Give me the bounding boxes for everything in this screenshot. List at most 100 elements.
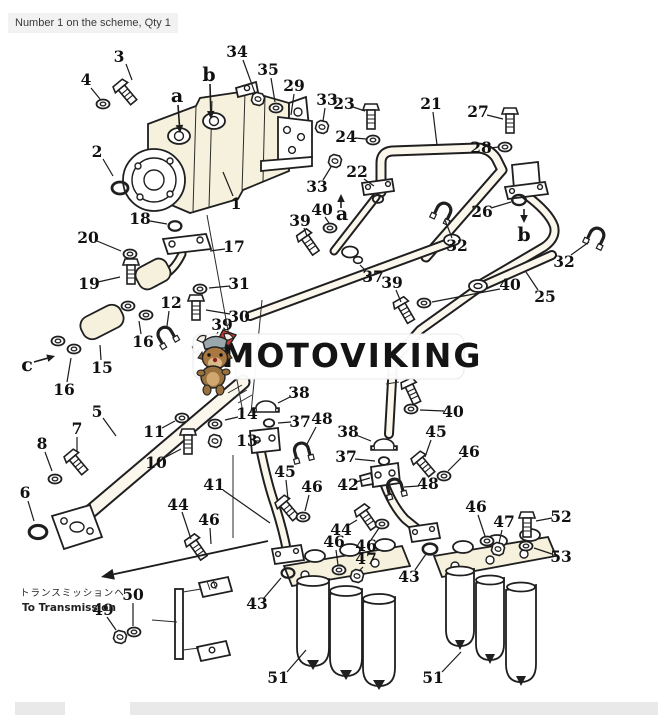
part-number-label: 37	[335, 447, 357, 466]
clamp-icon	[288, 439, 316, 466]
part-number-label: 15	[91, 358, 113, 377]
port-letter-label: c	[21, 354, 33, 376]
scheme-note: Number 1 on the scheme, Qty 1	[8, 13, 178, 33]
bolt-icon	[390, 294, 419, 327]
part-number-label: 24	[335, 127, 357, 146]
joint-flange-37	[341, 245, 359, 259]
washer-icon	[174, 412, 190, 424]
washer-icon	[192, 283, 208, 295]
part-number-label: 35	[257, 60, 279, 79]
washer-icon	[95, 98, 111, 110]
washer-icon	[207, 418, 223, 430]
part-number-label: 40	[311, 200, 333, 219]
clamp-icon	[151, 321, 182, 352]
oring-icon	[421, 542, 439, 556]
watermark-text: MOTOVIKING	[222, 336, 483, 375]
bolt-icon	[501, 107, 519, 134]
filter-can	[505, 583, 537, 683]
washer-icon	[374, 518, 390, 530]
filter-can	[445, 567, 475, 647]
part-number-label: 50	[122, 585, 144, 604]
bracket-29	[260, 115, 313, 172]
nut-icon	[489, 540, 507, 558]
part-number-label: 33	[316, 90, 338, 109]
part-number-label: 45	[274, 462, 296, 481]
part-number-label: 38	[337, 422, 359, 441]
nut-icon	[313, 118, 331, 136]
part-number-label: 45	[425, 422, 447, 441]
part-number-label: 17	[223, 237, 245, 256]
port-letter-label: b	[202, 64, 215, 86]
hose-15	[79, 303, 125, 341]
part-number-label: 31	[228, 274, 250, 293]
viking-dog-with-axe-icon	[196, 329, 238, 396]
bolt-icon	[294, 226, 324, 259]
washer-icon	[331, 564, 347, 576]
pump-assembly	[122, 80, 310, 214]
flow-arrows	[33, 83, 528, 580]
part-number-label: 22	[346, 162, 368, 181]
direction-arrow	[33, 357, 48, 363]
part-number-label: 48	[417, 474, 439, 493]
port-letter-label: b	[517, 224, 530, 246]
part-number-label: 32	[446, 236, 468, 255]
filter-can	[296, 577, 330, 667]
bolt-icon	[187, 294, 205, 321]
part-number-label: 46	[458, 442, 480, 461]
part-number-label: 42	[337, 475, 359, 494]
washer-icon	[47, 473, 63, 485]
washer-icon	[497, 141, 513, 153]
arrowhead-icon	[101, 568, 115, 580]
part-number-label: 48	[311, 409, 333, 428]
arrowhead-icon	[337, 194, 345, 202]
part-number-label: 40	[499, 275, 521, 294]
washer-icon	[403, 403, 419, 415]
part-number-label: 43	[398, 567, 420, 586]
port-letter-label: a	[171, 85, 183, 107]
part-number-label: 3	[114, 47, 125, 66]
part-number-label: 47	[355, 549, 377, 568]
part-number-label: 27	[467, 102, 489, 121]
part-number-label: 39	[289, 211, 311, 230]
part-number-label: 46	[355, 536, 377, 555]
watermark: MOTOVIKING	[192, 329, 483, 396]
nut-icon	[326, 152, 344, 170]
washer-icon	[50, 335, 66, 347]
part-number-label: 51	[267, 668, 289, 687]
part-number-label: 46	[465, 497, 487, 516]
washer-icon	[479, 535, 495, 547]
clamp-icon	[581, 223, 611, 252]
part-number-label: 2	[92, 142, 103, 161]
nut-icon	[249, 90, 267, 108]
part-number-label: 43	[246, 594, 268, 613]
block-13	[249, 427, 281, 454]
part-number-label: 5	[92, 402, 103, 421]
part-number-label: 23	[333, 94, 355, 113]
part-number-label: 18	[129, 209, 151, 228]
oring-icon	[167, 220, 183, 232]
part-number-label: 53	[550, 547, 572, 566]
joint-flange-a	[443, 233, 461, 247]
bolt-icon	[61, 447, 92, 479]
oring-icon	[262, 418, 276, 428]
washer-icon	[436, 470, 452, 482]
part-number-label: 10	[145, 453, 167, 472]
mount-bracket	[174, 575, 234, 663]
part-number-label: 30	[228, 307, 250, 326]
washer-icon	[416, 297, 432, 309]
part-number-label: 32	[553, 252, 575, 271]
arrowhead-icon	[520, 215, 528, 223]
port-letter-label: a	[336, 203, 348, 225]
part-number-label: 38	[288, 383, 310, 402]
washer-icon	[322, 222, 338, 234]
oring-icon	[27, 523, 49, 541]
part-number-label: 34	[226, 42, 248, 61]
filter-group-left	[282, 538, 412, 690]
part-number-label: 33	[306, 177, 328, 196]
part-number-label: 37	[362, 267, 384, 286]
part-number-label: 20	[77, 228, 99, 247]
washer-icon	[295, 511, 311, 523]
